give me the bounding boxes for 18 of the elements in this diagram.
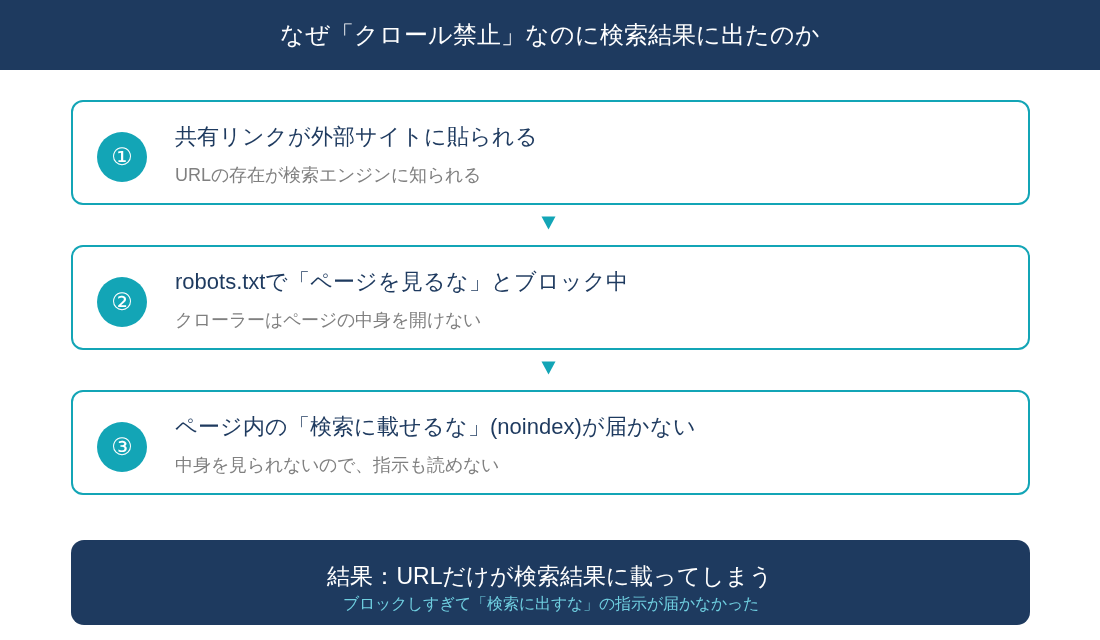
result-heading: 結果：URLだけが検索結果に載ってしまう [326,562,775,591]
number-circle: ② [97,277,147,327]
step-description: クローラーはページの中身を開けない [175,309,481,332]
step-heading: ページ内の「検索に載せるな」(noindex)が届かない [175,413,696,441]
step-description: URLの存在が検索エンジンに知られる [175,164,481,187]
title: なぜ「クロール禁止」なのに検索結果に出たのか [279,20,821,50]
step-description: 中身を見られないので、指示も読めない [175,454,499,477]
number-circle: ① [97,132,147,182]
step-heading: 共有リンクが外部サイトに貼られる [175,123,538,151]
step-box [71,390,1030,495]
number-circle: ③ [97,422,147,472]
arrow [541,216,556,230]
arrow [541,361,556,375]
result-note: ブロックしすぎて「検索に出すな」の指示が届かなかった [341,594,760,614]
result-box [71,540,1030,625]
step-heading: robots.txtで「ページを見るな」とブロック中 [175,268,629,296]
step-box [71,245,1030,350]
step-box [71,100,1030,205]
